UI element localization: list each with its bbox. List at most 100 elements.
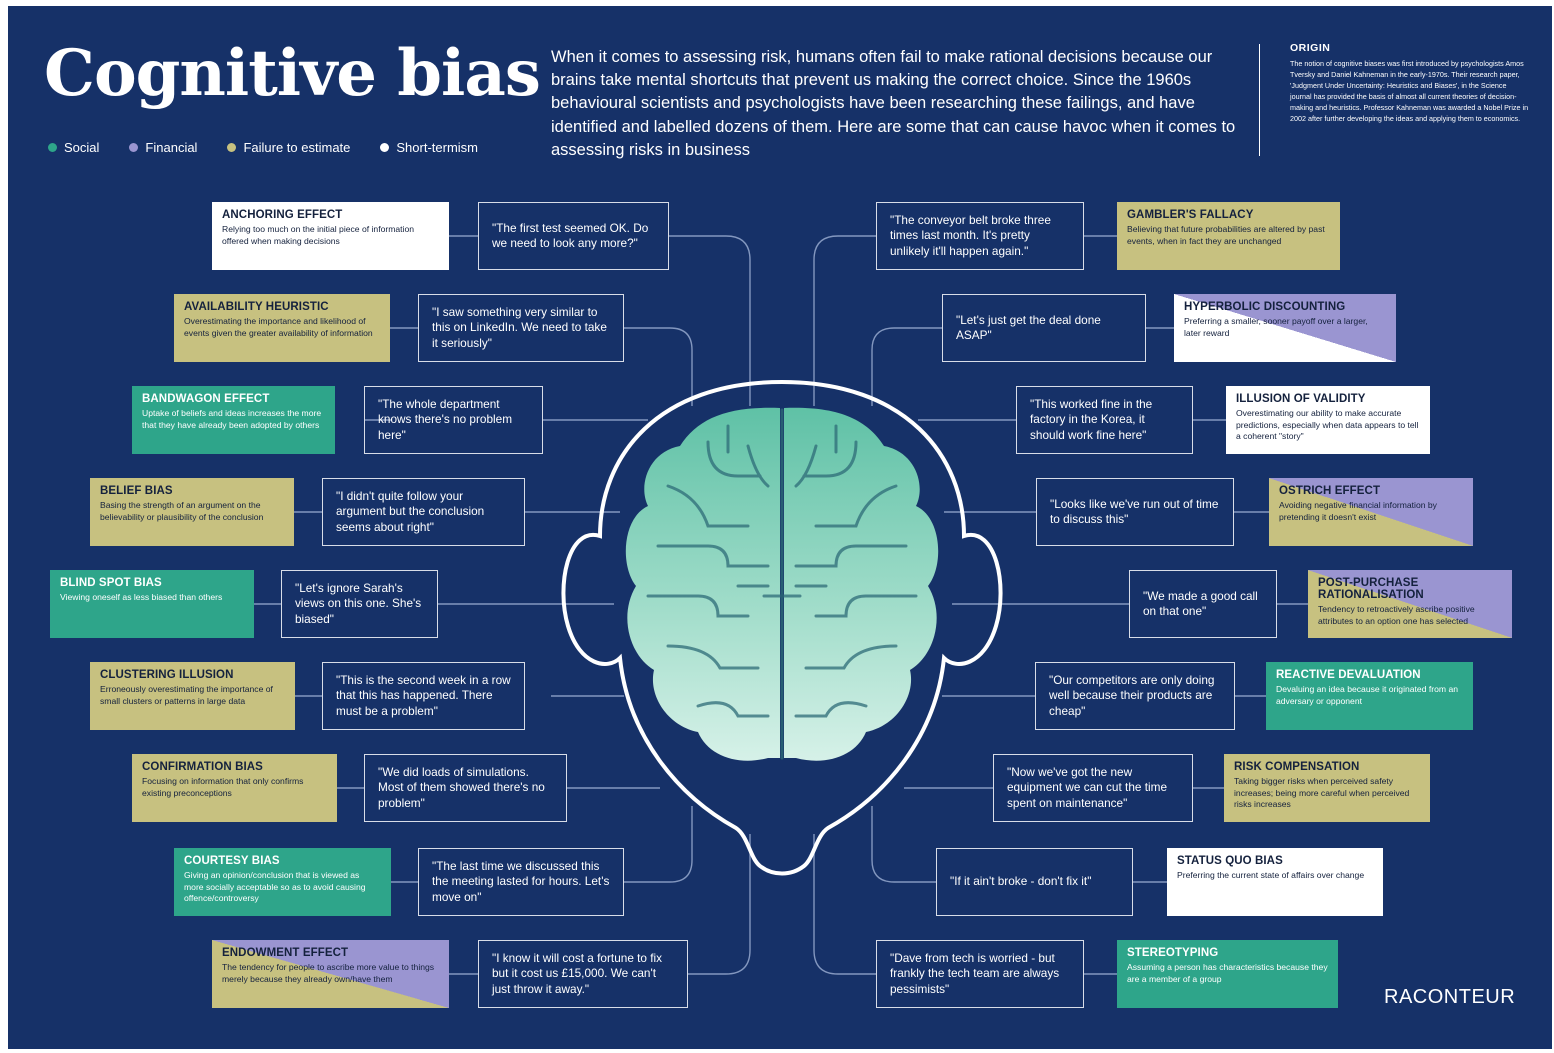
quote-text: "I know it will cost a fortune to fix bu… <box>492 951 663 996</box>
bias-description: Overestimating the importance and likeli… <box>184 316 373 338</box>
legend-item-social: Social <box>48 140 99 155</box>
quote-reactive-devaluation: "Our competitors are only doing well bec… <box>1035 662 1235 730</box>
bias-description: Devaluing an idea because it originated … <box>1276 684 1459 706</box>
quote-endowment-effect: "I know it will cost a fortune to fix bu… <box>478 940 688 1008</box>
bias-card-risk-compensation: RISK COMPENSATION Taking bigger risks wh… <box>1224 754 1430 822</box>
bias-description: Uptake of beliefs and ideas increases th… <box>142 408 322 430</box>
bias-name: AVAILABILITY HEURISTIC <box>184 301 329 313</box>
origin-heading: ORIGIN <box>1290 42 1331 54</box>
bias-description: Preferring the current state of affairs … <box>1177 870 1365 880</box>
quote-clustering-illusion: "This is the second week in a row that t… <box>322 662 525 730</box>
bias-card-illusion-of-validity: ILLUSION OF VALIDITY Overestimating our … <box>1226 386 1430 454</box>
bias-name: GAMBLER'S FALLACY <box>1127 209 1254 221</box>
bias-description: Avoiding negative financial information … <box>1279 500 1437 522</box>
brain-illustration <box>625 407 939 761</box>
quote-text: "Our competitors are only doing well bec… <box>1049 673 1215 718</box>
social-dot-icon <box>48 143 57 152</box>
bias-name: CLUSTERING ILLUSION <box>100 669 234 681</box>
quote-text: "Now we've got the new equipment we can … <box>1007 765 1168 810</box>
quote-text: "This worked fine in the factory in the … <box>1030 397 1153 442</box>
bias-card-belief-bias: BELIEF BIAS Basing the strength of an ar… <box>90 478 294 546</box>
legend-item-short-termism: Short-termism <box>380 140 478 155</box>
bias-name: HYPERBOLIC DISCOUNTING <box>1184 301 1346 313</box>
quote-text: "Looks like we've run out of time to dis… <box>1050 496 1219 526</box>
bias-card-post-purchase-rationalisation: POST-PURCHASE RATIONALISATION Tendency t… <box>1308 570 1512 638</box>
bias-description: Relying too much on the initial piece of… <box>222 224 415 246</box>
failure-dot-icon <box>227 143 237 152</box>
legend-label: Failure to estimate <box>243 140 351 155</box>
quote-stereotyping: "Dave from tech is worried - but frankly… <box>876 940 1084 1008</box>
header-divider <box>1259 44 1260 156</box>
intro-text: When it comes to assessing risk, humans … <box>551 48 1236 159</box>
origin-panel: ORIGIN The notion of cognitive biases wa… <box>1290 42 1530 124</box>
bias-card-reactive-devaluation: REACTIVE DEVALUATION Devaluing an idea b… <box>1266 662 1473 730</box>
bias-card-confirmation-bias: CONFIRMATION BIAS Focusing on informatio… <box>132 754 337 822</box>
legend-label: Financial <box>145 140 198 155</box>
quote-confirmation-bias: "We did loads of simulations. Most of th… <box>364 754 567 822</box>
bias-card-endowment-effect: ENDOWMENT EFFECT The tendency for people… <box>212 940 449 1008</box>
quote-gamblers-fallacy: "The conveyor belt broke three times las… <box>876 202 1084 270</box>
quote-text: "The conveyor belt broke three times las… <box>890 213 1051 258</box>
bias-name: RISK COMPENSATION <box>1234 761 1360 773</box>
bias-description: Viewing oneself as less biased than othe… <box>60 592 223 602</box>
bias-name: OSTRICH EFFECT <box>1279 485 1381 497</box>
quote-bandwagon-effect: "The whole department knows there's no p… <box>364 386 543 454</box>
bias-card-ostrich-effect: OSTRICH EFFECT Avoiding negative financi… <box>1269 478 1473 546</box>
bias-name: COURTESY BIAS <box>184 855 280 867</box>
bias-description: Erroneously overestimating the importanc… <box>100 684 273 706</box>
quote-illusion-of-validity: "This worked fine in the factory in the … <box>1016 386 1193 454</box>
short-termism-dot-icon <box>380 143 390 152</box>
bias-card-anchoring-effect: ANCHORING EFFECT Relying too much on the… <box>212 202 449 270</box>
bias-description: Taking bigger risks when perceived safet… <box>1234 776 1410 809</box>
quote-text: "The last time we discussed this the mee… <box>432 859 610 904</box>
quote-text: "Dave from tech is worried - but frankly… <box>890 951 1060 996</box>
bias-name: STEREOTYPING <box>1127 947 1219 959</box>
bias-description: Assuming a person has characteristics be… <box>1127 962 1328 984</box>
bias-description: Focusing on information that only confir… <box>142 776 304 798</box>
legend-label: Short-termism <box>396 140 479 155</box>
bias-card-bandwagon-effect: BANDWAGON EFFECT Uptake of beliefs and i… <box>132 386 335 454</box>
bias-card-stereotyping: STEREOTYPING Assuming a person has chara… <box>1117 940 1338 1008</box>
quote-text: "I didn't quite follow your argument but… <box>336 489 485 534</box>
bias-name: POST-PURCHASE RATIONALISATION <box>1318 577 1424 601</box>
bias-name: BELIEF BIAS <box>100 485 173 497</box>
bias-name: ENDOWMENT EFFECT <box>222 947 349 959</box>
financial-dot-icon <box>129 143 139 152</box>
bias-card-availability-heuristic: AVAILABILITY HEURISTIC Overestimating th… <box>174 294 390 362</box>
raconteur-logo: RACONTEUR <box>1384 986 1516 1008</box>
bias-name: ILLUSION OF VALIDITY <box>1236 393 1366 405</box>
quote-text: "This is the second week in a row that t… <box>336 673 511 718</box>
bias-card-courtesy-bias: COURTESY BIAS Giving an opinion/conclusi… <box>174 848 391 916</box>
bias-name: BANDWAGON EFFECT <box>142 393 270 405</box>
legend-item-failure: Failure to estimate <box>227 140 350 155</box>
bias-description: Giving an opinion/conclusion that is vie… <box>184 870 366 903</box>
bias-card-blind-spot-bias: BLIND SPOT BIAS Viewing oneself as less … <box>50 570 254 638</box>
bias-description: Overestimating our ability to make accur… <box>1236 408 1419 441</box>
bias-name: STATUS QUO BIAS <box>1177 855 1283 867</box>
legend-label: Social <box>64 140 100 155</box>
head-outline <box>561 379 1003 876</box>
quote-text: "If it ain't broke - don't fix it" <box>950 874 1092 889</box>
legend: Social Financial Failure to estimate Sho… <box>48 140 508 155</box>
origin-text: The notion of cognitive biases was first… <box>1290 59 1529 123</box>
bias-name: BLIND SPOT BIAS <box>60 577 162 589</box>
bias-description: The tendency for people to ascribe more … <box>222 962 435 984</box>
quote-blind-spot-bias: "Let's ignore Sarah's views on this one.… <box>281 570 438 638</box>
bias-description: Believing that future probabilities are … <box>1127 224 1325 246</box>
quote-courtesy-bias: "The last time we discussed this the mee… <box>418 848 624 916</box>
bias-card-gamblers-fallacy: GAMBLER'S FALLACY Believing that future … <box>1117 202 1340 270</box>
bias-description: Preferring a smaller, sooner payoff over… <box>1184 316 1368 338</box>
quote-text: "Let's just get the deal done ASAP" <box>956 312 1101 342</box>
quote-post-purchase-rationalisation: "We made a good call on that one" <box>1129 570 1277 638</box>
quote-text: "Let's ignore Sarah's views on this one.… <box>295 581 422 626</box>
quote-text: "We did loads of simulations. Most of th… <box>378 765 545 810</box>
bias-description: Tendency to retroactively ascribe positi… <box>1318 604 1475 626</box>
bias-name: ANCHORING EFFECT <box>222 209 343 221</box>
quote-text: "We made a good call on that one" <box>1143 588 1258 618</box>
quote-anchoring-effect: "The first test seemed OK. Do we need to… <box>478 202 669 270</box>
quote-risk-compensation: "Now we've got the new equipment we can … <box>993 754 1193 822</box>
bias-card-status-quo-bias: STATUS QUO BIAS Preferring the current s… <box>1167 848 1383 916</box>
bias-name: REACTIVE DEVALUATION <box>1276 669 1421 681</box>
bias-description: Basing the strength of an argument on th… <box>100 500 264 522</box>
quote-availability-heuristic: "I saw something very similar to this on… <box>418 294 624 362</box>
